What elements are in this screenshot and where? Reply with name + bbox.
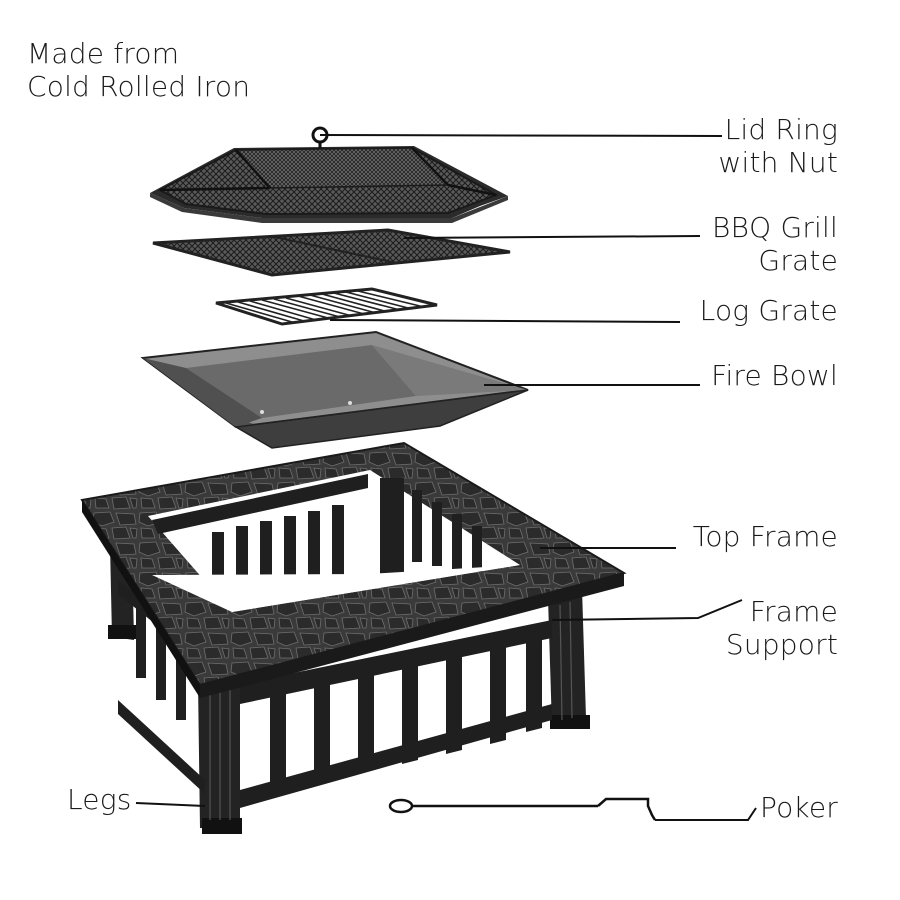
lid-spark-screen xyxy=(150,126,508,223)
material-note-line-2: Cold Rolled Iron xyxy=(27,70,251,103)
label-top-frame-text: Top Frame xyxy=(692,520,838,553)
label-bbq-grill-grate: BBQ Grill Grate xyxy=(712,211,838,277)
label-bbq-grill-line-1: BBQ Grill xyxy=(712,211,838,244)
log-grate xyxy=(215,287,438,326)
label-log-grate-text: Log Grate xyxy=(699,294,838,327)
label-lid-ring: Lid Ring with Nut xyxy=(718,113,838,179)
label-frame-support-line-1: Frame xyxy=(749,595,838,628)
label-frame-support-line-2: Support xyxy=(725,628,838,661)
leader-lines xyxy=(135,134,757,821)
material-note-line-1: Made from xyxy=(27,37,180,70)
label-top-frame: Top Frame xyxy=(693,520,838,553)
label-poker-text: Poker xyxy=(760,791,838,824)
poker xyxy=(388,797,657,821)
label-bbq-grill-line-2: Grate xyxy=(758,244,838,277)
label-frame-support: Frame Support xyxy=(726,595,838,661)
label-lid-ring-line-1: Lid Ring xyxy=(724,113,838,146)
label-fire-bowl: Fire Bowl xyxy=(711,359,838,392)
label-fire-bowl-text: Fire Bowl xyxy=(711,359,838,392)
fire-bowl xyxy=(140,330,529,449)
fire-pit-body xyxy=(80,441,627,834)
label-legs: Legs xyxy=(67,783,132,816)
label-legs-text: Legs xyxy=(67,783,132,816)
label-lid-ring-line-2: with Nut xyxy=(718,146,838,179)
material-note: Made from Cold Rolled Iron xyxy=(27,37,250,103)
label-log-grate: Log Grate xyxy=(700,294,838,327)
bbq-grill-grate xyxy=(152,228,511,277)
label-poker: Poker xyxy=(760,791,838,824)
